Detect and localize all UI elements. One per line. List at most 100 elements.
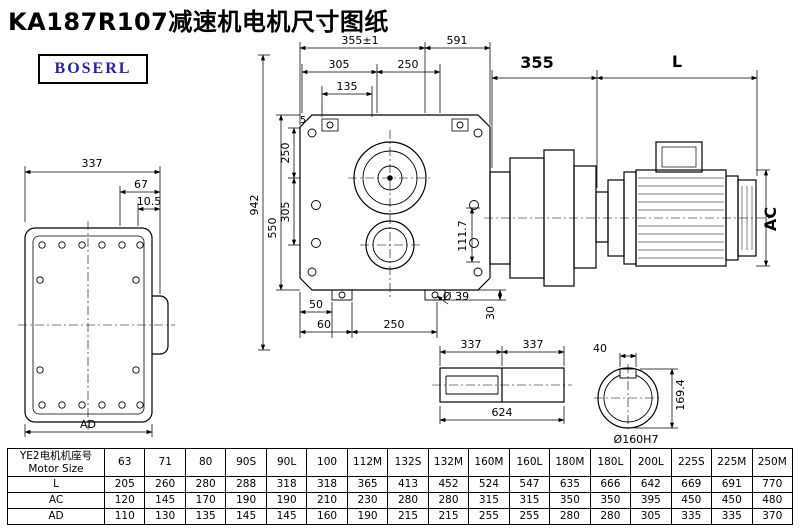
motor-size-column-header: 90S <box>225 448 267 477</box>
dim-top-305: 305 <box>329 58 350 71</box>
dim-shaft-337b: 337 <box>523 338 544 351</box>
motor-size-column-header: 90L <box>265 448 308 477</box>
dim-circle-169-4: 169.4 <box>674 379 687 411</box>
left-view-dimension-lines <box>24 166 161 437</box>
table-cell: 260 <box>144 476 186 493</box>
table-cell: 669 <box>670 476 713 493</box>
table-cell: 110 <box>103 508 146 525</box>
dim-left-width: 337 <box>82 157 103 170</box>
table-cell: 255 <box>468 508 510 525</box>
dim-motor-355: 355 <box>520 53 553 72</box>
logo-text: BOSERL <box>54 60 132 77</box>
table-cell: 770 <box>751 476 793 493</box>
dim-bottom-250: 250 <box>384 318 405 331</box>
motor-size-header-label: YE2电机机座号 Motor Size <box>7 448 105 477</box>
dim-top-250: 250 <box>398 58 419 71</box>
dim-inner-111-7: 111.7 <box>456 220 469 252</box>
table-cell: 130 <box>144 508 186 525</box>
dim-left-67: 67 <box>134 178 148 191</box>
table-cell: 145 <box>265 508 308 525</box>
dim-bottom-d39: Ø 39 <box>443 290 469 303</box>
motor-size-column-header: 63 <box>103 448 146 477</box>
table-cell: 315 <box>508 492 551 509</box>
dim-top-591: 591 <box>447 34 468 47</box>
row-label: L <box>7 476 105 493</box>
table-cell: 365 <box>346 476 389 493</box>
table-cell: 280 <box>387 492 429 509</box>
dim-bottom-30: 30 <box>484 306 497 320</box>
bore-section-view <box>594 364 662 432</box>
table-cell: 190 <box>346 508 389 525</box>
table-cell: 350 <box>589 492 632 509</box>
dim-left-ad: AD <box>80 418 96 431</box>
table-cell: 524 <box>468 476 510 493</box>
table-cell: 450 <box>711 492 753 509</box>
dim-motor-l: L <box>672 52 682 71</box>
dim-top-355: 355±1 <box>341 34 378 47</box>
dim-bottom-60: 60 <box>317 318 331 331</box>
table-cell: 135 <box>184 508 227 525</box>
table-cell: 230 <box>346 492 389 509</box>
dim-top-135: 135 <box>337 80 358 93</box>
center-view <box>299 114 491 301</box>
table-cell: 280 <box>549 508 591 525</box>
table-cell: 145 <box>144 492 186 509</box>
table-cell: 666 <box>589 476 632 493</box>
table-cell: 350 <box>549 492 591 509</box>
motor-size-column-header: 132S <box>387 448 429 477</box>
technical-drawing: 337 67 10.5 AD 355±1 591 305 250 135 5 2… <box>18 34 780 446</box>
motor-size-column-header: 112M <box>346 448 389 477</box>
motor-size-column-header: 250M <box>751 448 793 477</box>
dimension-labels: 337 67 10.5 AD 355±1 591 305 250 135 5 2… <box>80 34 780 446</box>
dim-side-250: 250 <box>279 143 292 164</box>
motor-size-column-header: 160L <box>508 448 551 477</box>
row-label: AD <box>7 508 105 525</box>
dim-side-942: 942 <box>248 195 261 216</box>
dim-shaft-337a: 337 <box>461 338 482 351</box>
table-cell: 280 <box>184 476 227 493</box>
shaft-dimension-lines <box>439 346 565 424</box>
dim-side-305: 305 <box>279 202 292 223</box>
dim-left-10-5: 10.5 <box>137 195 162 208</box>
center-view-dimension-lines <box>258 42 506 351</box>
left-view <box>18 221 175 430</box>
motor-size-column-header: 200L <box>630 448 672 477</box>
motor-side-view <box>484 141 772 287</box>
table-cell: 215 <box>387 508 429 525</box>
motor-size-column-header: 80 <box>184 448 227 477</box>
motor-dimension-lines <box>491 70 770 267</box>
table-cell: 305 <box>630 508 672 525</box>
motor-size-column-header: 160M <box>468 448 510 477</box>
table-cell: 318 <box>306 476 348 493</box>
dim-bottom-50: 50 <box>309 298 323 311</box>
table-cell: 145 <box>225 508 267 525</box>
table-cell: 635 <box>549 476 591 493</box>
table-cell: 210 <box>306 492 348 509</box>
table-cell: 370 <box>751 508 793 525</box>
dim-key-40: 40 <box>593 342 607 355</box>
dim-side-5: 5 <box>300 115 306 126</box>
dim-side-550: 550 <box>266 218 279 239</box>
table-cell: 413 <box>387 476 429 493</box>
table-cell: 255 <box>508 508 551 525</box>
motor-size-column-header: 71 <box>144 448 186 477</box>
table-cell: 642 <box>630 476 672 493</box>
motor-size-column-header: 100 <box>306 448 348 477</box>
motor-size-header-en: Motor Size <box>28 462 84 475</box>
table-cell: 335 <box>670 508 713 525</box>
table-cell: 452 <box>427 476 470 493</box>
terminal-box <box>655 141 703 173</box>
shaft-view <box>432 367 572 403</box>
table-cell: 691 <box>711 476 753 493</box>
motor-size-column-header: 225S <box>670 448 713 477</box>
row-label: AC <box>7 492 105 509</box>
table-cell: 335 <box>711 508 753 525</box>
motor-size-column-header: 180M <box>549 448 591 477</box>
table-cell: 170 <box>184 492 227 509</box>
dim-circle-bore: Ø160H7 <box>614 433 659 446</box>
